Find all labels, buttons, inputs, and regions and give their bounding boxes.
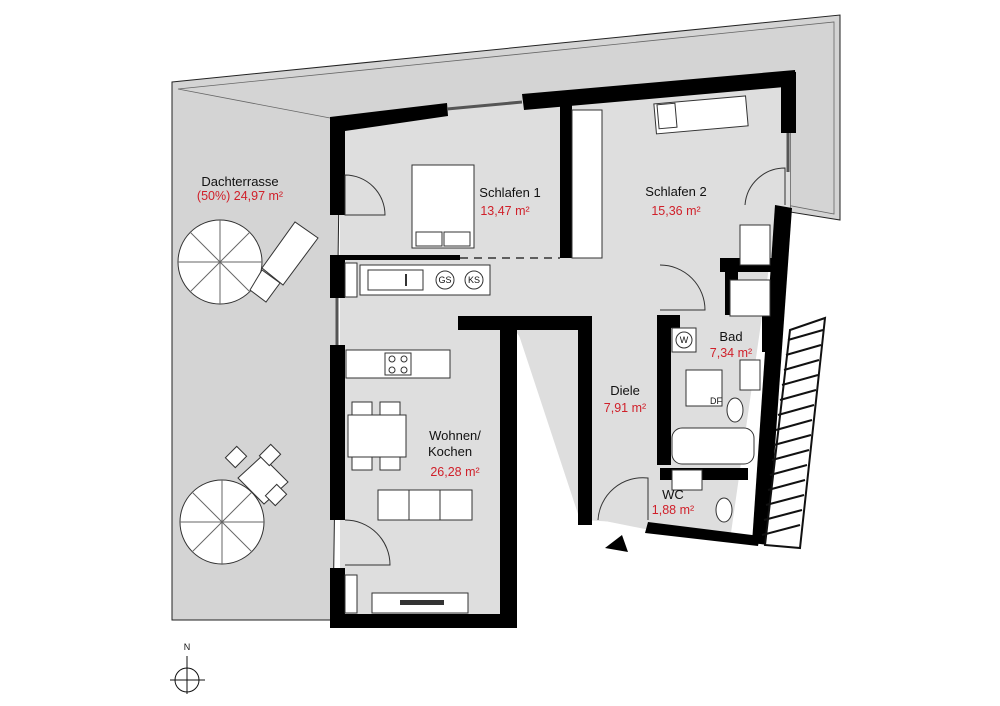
stair-hatching xyxy=(761,316,827,550)
living-name-line1: Wohnen/ xyxy=(429,428,481,443)
wall-east-diagonal xyxy=(752,205,792,545)
wall-bath-west xyxy=(657,315,671,465)
wall-living-west-1 xyxy=(330,255,345,298)
shower-tray: DF xyxy=(685,369,723,407)
wall-bedroom-divider xyxy=(560,104,572,258)
terrace-table-set xyxy=(224,443,289,507)
umbrella-bottom xyxy=(179,479,265,565)
compass-north-label: N xyxy=(184,642,191,652)
umbrella-top xyxy=(177,219,263,305)
window-flap-label: DF xyxy=(710,396,722,406)
kitchen-counter xyxy=(359,264,491,296)
bath-name: Bad xyxy=(719,329,742,344)
sofa xyxy=(377,489,473,521)
entrance-arrow-icon xyxy=(605,535,628,552)
wc-toilet xyxy=(715,497,733,523)
door-bedroom2-terrace xyxy=(744,167,786,206)
wc-sink xyxy=(671,469,703,491)
hall-area: 7,91 m² xyxy=(604,401,646,415)
wall-wc-south xyxy=(645,522,760,546)
compass-icon: N xyxy=(170,642,205,694)
kitchen-island xyxy=(345,349,451,379)
wall-bath-east xyxy=(762,316,776,352)
living-storage xyxy=(344,574,358,614)
wall-bath-top xyxy=(657,315,680,328)
sun-lounger xyxy=(249,221,319,303)
door-terrace-bedroom1 xyxy=(344,174,386,216)
hall-name: Diele xyxy=(610,383,640,398)
wall-north-middle xyxy=(522,70,796,110)
desk-bedroom2 xyxy=(739,224,771,266)
bath-cabinet xyxy=(729,279,771,317)
wall-living-west-3 xyxy=(330,568,345,628)
wall-south-living xyxy=(330,614,515,628)
wall-bedroom1-north xyxy=(330,103,448,131)
dishwasher-label: GS xyxy=(438,275,451,285)
wall-bedroom1-south xyxy=(345,255,460,260)
dishwasher-symbol: GS xyxy=(435,270,455,290)
door-bedroom2 xyxy=(659,264,706,311)
bedroom1-area: 13,47 m² xyxy=(480,204,529,218)
door-entrance xyxy=(597,477,649,521)
door-living-terrace xyxy=(344,519,391,566)
bath-area: 7,34 m² xyxy=(710,346,752,360)
wc-name: WC xyxy=(662,487,684,502)
bed-bedroom1 xyxy=(411,164,475,249)
wall-living-west-2 xyxy=(330,345,345,520)
fridge-label: KS xyxy=(468,275,480,285)
window-bedroom1 xyxy=(446,100,523,111)
bedroom2-name: Schlafen 2 xyxy=(645,184,706,199)
fridge-symbol: KS xyxy=(464,270,484,290)
terrace-name: Dachterrasse xyxy=(201,174,278,189)
bed-bedroom2 xyxy=(653,95,749,135)
wall-bedroom1-west xyxy=(330,117,345,215)
wardrobe-bedroom2 xyxy=(571,109,603,259)
washer-label: W xyxy=(680,335,689,345)
tv-sideboard xyxy=(371,592,469,614)
dining-table xyxy=(347,401,407,471)
wc-area: 1,88 m² xyxy=(652,503,694,517)
bathtub xyxy=(671,427,755,465)
terrace-area-label: (50%) 24,97 m² xyxy=(197,189,283,203)
hall-floor xyxy=(515,323,660,530)
wall-hall-west xyxy=(578,316,592,525)
wall-living-east xyxy=(500,322,517,628)
living-name-line2: Kochen xyxy=(428,444,472,459)
living-area: 26,28 m² xyxy=(430,465,479,479)
storage-niche xyxy=(344,262,358,298)
bedroom1-name: Schlafen 1 xyxy=(479,185,540,200)
bath-toilet xyxy=(726,397,744,423)
bedroom2-area: 15,36 m² xyxy=(651,204,700,218)
washer-symbol: W xyxy=(671,327,697,353)
wall-hall-north xyxy=(458,316,592,330)
bath-sink xyxy=(739,359,761,391)
wall-bedroom2-east xyxy=(781,72,796,133)
